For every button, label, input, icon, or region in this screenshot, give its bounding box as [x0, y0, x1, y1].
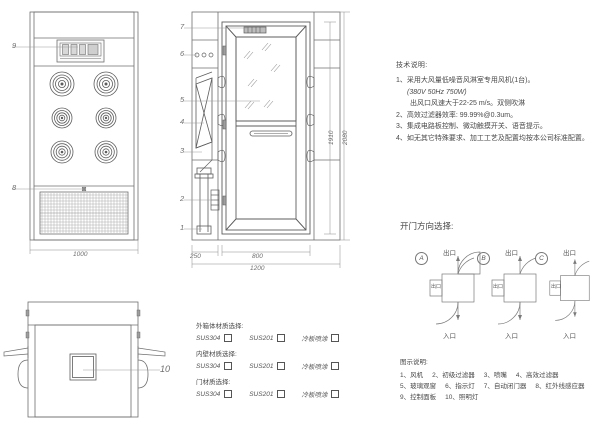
callout-4: 4 — [180, 117, 185, 126]
legend-item-3: 3、喷嘴 — [483, 372, 507, 379]
door-hinges — [222, 45, 227, 206]
dimension-1910: 1910 — [328, 130, 335, 145]
material-heading-exterior: 外箱体材质选择: — [196, 323, 244, 330]
legend-item-4: 4、高效过滤器 — [515, 372, 559, 379]
callout-2: 2 — [180, 194, 185, 203]
material-option-interior-sus201[interactable]: SUS201 — [249, 362, 286, 370]
door-option-b-entry: 入口 — [505, 333, 518, 340]
legend-item-5: 5、玻璃观窗 — [400, 383, 437, 390]
door-option-c-tag: C — [535, 252, 548, 265]
glass-hatch — [243, 42, 281, 110]
legend-row-1: 1、风机 2、初级过滤器 3、喷嘴 4、高效过滤器 — [400, 370, 598, 381]
door-option-b-tag: B — [477, 252, 490, 265]
legend-row-2: 5、玻璃观窗 6、指示灯 7、自动闭门器 8、红外线感应器 — [400, 381, 598, 392]
section-view — [178, 0, 360, 280]
material-option-door-coated[interactable]: 冷板喷涂 — [301, 389, 340, 399]
checkbox-door-sus304[interactable] — [224, 390, 233, 398]
material-heading-interior: 内壁材质选择: — [196, 351, 237, 358]
fan-unit — [194, 167, 214, 235]
callout-9: 9 — [12, 41, 17, 50]
legend-item-9: 9、控制面板 — [400, 394, 437, 401]
legend-item-2: 2、初级过滤器 — [432, 372, 475, 379]
material-option-exterior-coated[interactable]: 冷板喷涂 — [301, 333, 340, 343]
dimension-1200: 1200 — [250, 265, 265, 272]
door-option-c-side: 出口 — [551, 284, 562, 290]
material-option-door-sus304[interactable]: SUS304 — [196, 390, 233, 398]
control-panel — [56, 39, 105, 63]
door-option-a[interactable] — [428, 250, 486, 328]
ceiling-lamp — [69, 353, 97, 381]
door-option-c[interactable] — [548, 250, 600, 328]
door-option-c-exit: 出口 — [563, 250, 576, 257]
material-option-interior-coated[interactable]: 冷板喷涂 — [301, 361, 340, 371]
door-handle — [249, 130, 293, 137]
callout-10: 10 — [160, 364, 171, 374]
material-heading-door: 门材质选择: — [196, 379, 231, 386]
note-line-5: 3、集成电路板控制、微动触摸开关、语音提示。 — [396, 123, 547, 130]
material-row-exterior: SUS304 SUS201 冷板喷涂 — [196, 333, 376, 343]
door-direction-heading: 开门方向选择: — [400, 221, 454, 231]
legend-row-3: 9、控制面板 10、照明灯 — [400, 392, 598, 403]
material-option-interior-sus304[interactable]: SUS304 — [196, 362, 233, 370]
technical-notes: 技术说明: 1、采用大风量低噪音风淋室专用风机(1台)。 (380V 50Hz … — [396, 60, 596, 144]
legend-item-10: 10、照明灯 — [445, 394, 479, 401]
notes-heading: 技术说明: — [396, 62, 428, 69]
front-elevation-view — [0, 0, 190, 270]
note-line-1: 1、采用大风量低噪音风淋室专用风机(1台)。 — [396, 77, 535, 84]
material-row-door: SUS304 SUS201 冷板喷涂 — [196, 389, 376, 399]
checkbox-exterior-sus201[interactable] — [277, 334, 286, 342]
door-assembly — [221, 21, 311, 235]
legend-item-1: 1、风机 — [400, 372, 424, 379]
indicator-lights — [194, 52, 214, 58]
legend-item-8: 8、红外线感应器 — [535, 383, 585, 390]
note-line-4: 2、高效过滤器效率: 99.99%@0.3um。 — [396, 111, 518, 119]
inner-nozzles — [217, 75, 315, 163]
door-swing-brackets — [17, 359, 149, 389]
door-option-a-side: 出口 — [431, 284, 442, 290]
door-option-c-entry: 入口 — [563, 333, 576, 340]
checkbox-exterior-coated[interactable] — [331, 334, 340, 342]
material-row-interior: SUS304 SUS201 冷板喷涂 — [196, 361, 376, 371]
note-line-2: (380V 50Hz 750W) — [407, 88, 467, 96]
note-line-3: 出风口风速大于22-25 m/s。双侧吹淋 — [410, 100, 526, 107]
door-option-b[interactable] — [490, 250, 548, 328]
checkbox-door-sus201[interactable] — [277, 390, 286, 398]
dimension-250: 250 — [190, 253, 201, 260]
checkbox-interior-coated[interactable] — [331, 362, 340, 370]
material-selection: 外箱体材质选择: SUS304 SUS201 冷板喷涂 内壁材质选择: SUS3… — [196, 320, 376, 404]
callout-6: 6 — [180, 49, 185, 58]
note-line-6: 4、如无其它特殊要求、加工工艺及配置均按本公司标准配置。 — [396, 134, 589, 142]
door-option-a-exit: 出口 — [443, 250, 456, 257]
air-nozzles — [49, 71, 119, 164]
dimension-2080: 2080 — [342, 130, 349, 145]
callout-3: 3 — [180, 146, 185, 155]
callout-5: 5 — [180, 95, 185, 104]
hepa-filter — [195, 77, 213, 149]
checkbox-interior-sus201[interactable] — [277, 362, 286, 370]
checkbox-door-coated[interactable] — [331, 390, 340, 398]
material-option-door-sus201[interactable]: SUS201 — [249, 390, 286, 398]
callout-7: 7 — [180, 22, 185, 31]
door-option-a-entry: 入口 — [443, 333, 456, 340]
material-option-exterior-sus304[interactable]: SUS304 — [196, 334, 233, 342]
auto-door-closer — [243, 26, 267, 34]
door-option-b-exit: 出口 — [505, 250, 518, 257]
door-option-a-tag: A — [415, 252, 428, 265]
dimension-width-1000: 1000 — [73, 251, 88, 258]
checkbox-exterior-sus304[interactable] — [224, 334, 233, 342]
dimension-800: 800 — [252, 253, 263, 260]
door-option-b-side: 出口 — [493, 284, 504, 290]
callout-8: 8 — [12, 183, 17, 192]
callout-1: 1 — [180, 223, 185, 232]
plan-view — [2, 282, 192, 427]
legend-heading: 图示说明: — [400, 359, 428, 366]
legend: 图示说明: 1、风机 2、初级过滤器 3、喷嘴 4、高效过滤器 5、玻璃观窗 6… — [400, 356, 598, 403]
legend-item-7: 7、自动闭门器 — [483, 383, 527, 390]
material-option-exterior-sus201[interactable]: SUS201 — [249, 334, 286, 342]
checkbox-interior-sus304[interactable] — [224, 362, 233, 370]
legend-item-6: 6、指示灯 — [445, 383, 475, 390]
